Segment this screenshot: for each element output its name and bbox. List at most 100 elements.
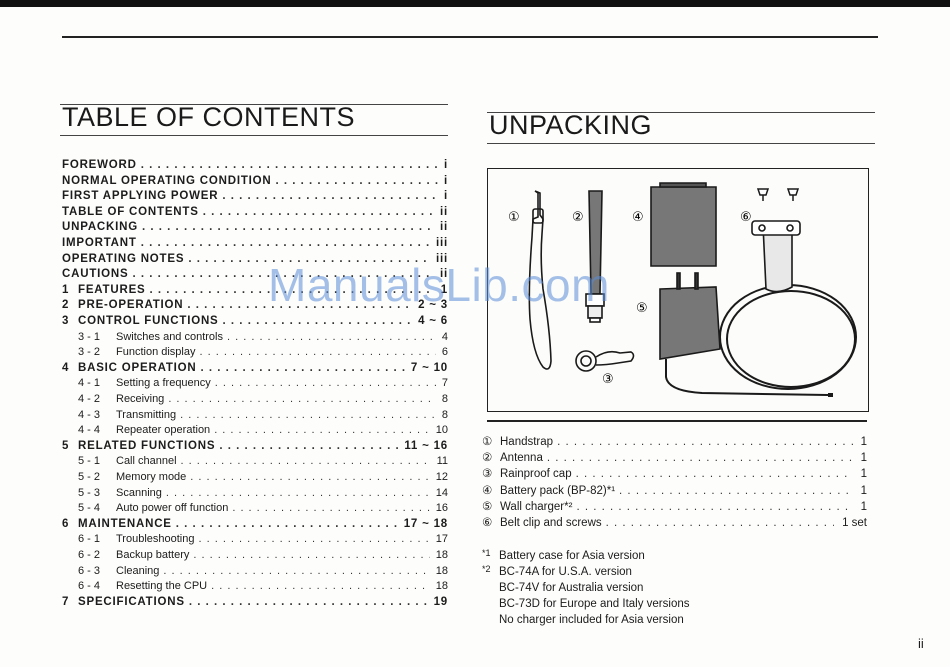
- toc-title: FEATURES: [78, 283, 146, 296]
- item-name: Antenna: [500, 452, 543, 465]
- top-border-bar: [0, 0, 950, 7]
- item-name: Wall charger*²: [500, 500, 573, 513]
- toc-leader-dots: [141, 236, 430, 250]
- item-quantity: 1: [860, 484, 867, 497]
- toc-number: 4 - 3: [78, 408, 101, 421]
- item-leader-dots: [557, 435, 853, 450]
- toc-row: 6 - 3Cleaning18: [78, 564, 448, 578]
- toc-title: PRE-OPERATION: [78, 299, 184, 312]
- handstrap-icon: [528, 190, 552, 370]
- toc-number: 3: [62, 315, 70, 327]
- toc-number: 6 - 4: [78, 580, 101, 593]
- toc-leader-dots: [181, 454, 431, 468]
- toc-page: 2 ~ 3: [418, 299, 448, 312]
- toc-row: 1FEATURES1: [62, 283, 448, 297]
- toc-number: 3 - 1: [78, 330, 101, 343]
- toc-page: ii: [440, 205, 448, 218]
- toc-heading-rule-top: [60, 104, 448, 105]
- toc-number: 4 - 4: [78, 424, 101, 437]
- footnote: BC-74V for Australia version: [482, 581, 643, 596]
- item-marker: ③: [482, 468, 493, 481]
- item-leader-dots: [547, 451, 853, 466]
- belt-clip-icon: [751, 220, 801, 293]
- toc-title: Repeater operation: [116, 424, 211, 437]
- toc-page: 6: [441, 346, 448, 359]
- toc-title: MAINTENANCE: [78, 517, 172, 530]
- unpacking-item: ③ Rainproof cap 1: [482, 467, 867, 482]
- item-leader-dots: [576, 500, 852, 515]
- toc-title: CONTROL FUNCTIONS: [78, 315, 219, 327]
- footnote-mark: *2: [482, 564, 491, 574]
- item-marker: ②: [482, 452, 493, 465]
- toc-leader-dots: [168, 392, 436, 406]
- toc-row: CAUTIONSii: [62, 267, 448, 281]
- toc-title: NORMAL OPERATING CONDITION: [62, 174, 272, 187]
- toc-leader-dots: [201, 361, 405, 375]
- toc-row: IMPORTANTiii: [62, 236, 448, 250]
- toc-row: FOREWORDi: [62, 158, 448, 172]
- toc-row: 2 PRE-OPERATION 2 ~ 3: [62, 298, 448, 312]
- toc-title: Cleaning: [116, 564, 160, 577]
- toc-title: IMPORTANT: [62, 237, 137, 249]
- figure-label-1: ①: [508, 210, 520, 225]
- item-marker: ①: [482, 436, 493, 448]
- toc-title: RELATED FUNCTIONS: [78, 439, 216, 452]
- unpacking-heading-rule-bottom: [487, 143, 875, 144]
- item-quantity: 1: [860, 468, 867, 481]
- toc-leader-dots: [200, 345, 436, 359]
- toc-row: 4 - 3Transmitting8: [78, 408, 448, 422]
- toc-leader-dots: [223, 314, 413, 328]
- footnote-text: BC-74V for Australia version: [499, 582, 644, 594]
- toc-title: Memory mode: [116, 471, 187, 483]
- toc-page: 1: [440, 283, 448, 296]
- battery-pack-icon: [650, 182, 717, 267]
- toc-leader-dots: [203, 205, 434, 219]
- figure-label-6: ⑥: [740, 210, 752, 225]
- footnote-mark: *1: [482, 548, 491, 558]
- toc-title: FIRST APPLYING POWER: [62, 190, 219, 203]
- toc-number: 2: [62, 299, 70, 312]
- accessories-drawing: ① ② ③ ④ ⑤: [508, 182, 857, 397]
- toc-leader-dots: [232, 501, 429, 515]
- item-quantity: 1: [860, 452, 867, 465]
- toc-page: i: [444, 159, 448, 171]
- toc-number: 5 - 3: [78, 486, 101, 499]
- toc-title: Call channel: [116, 455, 177, 468]
- footnote: BC-73D for Europe and Italy versions: [482, 597, 689, 612]
- toc-title: CAUTIONS: [62, 268, 129, 281]
- toc-title: Troubleshooting: [116, 533, 195, 546]
- toc-title: Function display: [116, 346, 196, 359]
- unpacking-item: ①Handstrap1: [482, 435, 867, 450]
- item-quantity: 1: [860, 500, 867, 513]
- unpacking-item: ② Antenna 1: [482, 451, 867, 466]
- item-quantity: 1 set: [842, 517, 867, 529]
- figure-label-2: ②: [572, 210, 584, 225]
- toc-number: 4 - 1: [78, 377, 101, 390]
- toc-number: 6 - 3: [78, 564, 101, 577]
- toc-title: Setting a frequency: [116, 377, 211, 390]
- toc-heading: TABLE OF CONTENTS: [62, 102, 356, 132]
- toc-row: 5 - 3Scanning14: [78, 486, 448, 500]
- rainproof-cap-icon: [575, 350, 635, 372]
- toc-leader-dots: [190, 470, 429, 484]
- toc-page: 16: [435, 502, 448, 515]
- toc-leader-dots: [219, 439, 398, 453]
- toc-leader-dots: [198, 532, 429, 546]
- figure-label-5: ⑤: [636, 301, 648, 316]
- toc-page: ii: [440, 221, 448, 234]
- toc-number: 5 - 1: [78, 455, 101, 468]
- item-name: Rainproof cap: [500, 468, 572, 481]
- toc-page: 18: [435, 549, 448, 561]
- toc-page: 11 ~ 16: [404, 439, 448, 452]
- unpacking-heading-rule-top: [487, 112, 875, 113]
- figure-label-3: ③: [602, 372, 614, 387]
- toc-row: OPERATING NOTESiii: [62, 252, 448, 266]
